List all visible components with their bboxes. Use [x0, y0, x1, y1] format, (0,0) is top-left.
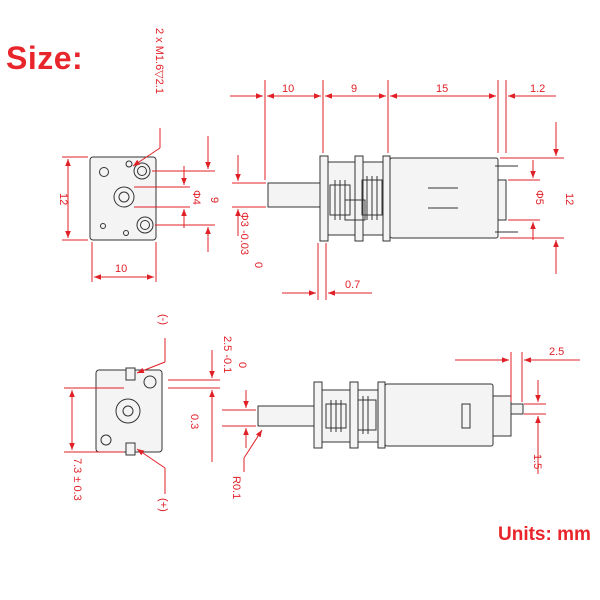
size-title: Size:	[6, 40, 84, 76]
side2-motor-body	[384, 383, 494, 447]
side-9-label: 9	[351, 83, 357, 95]
shaft-dia-zero: 0	[252, 262, 264, 268]
rear-view: (-) (+) 7.3 ± 0.3 0.3	[64, 314, 220, 512]
rear-0-3-label: 0.3	[188, 414, 200, 429]
side-view-2: 2.5 -0.1 0 R0.1 2.5 1.5	[221, 336, 580, 499]
terminal-minus-label: (-)	[157, 314, 169, 325]
front-pin-top	[125, 160, 133, 168]
rear-terminal-plus	[125, 442, 136, 456]
gearbox-front-plate	[319, 155, 329, 242]
gear-train	[329, 176, 383, 221]
term-1-5-label: 1.5	[531, 454, 543, 469]
motor-end-cap	[497, 179, 507, 221]
rear-terminal-minus	[125, 367, 136, 381]
shaft-dia-label: Φ3 -0.03	[238, 212, 250, 255]
side2-shaft	[257, 405, 315, 427]
side-d5-label: Φ5	[533, 190, 545, 205]
term-2-5-label: 2.5	[549, 346, 564, 358]
side2-end-cap	[492, 395, 512, 437]
side-0-7-label: 0.7	[345, 279, 360, 291]
rear-face	[95, 369, 163, 453]
flat-tol-label: 2.5 -0.1	[221, 336, 233, 373]
radius-label: R0.1	[230, 476, 242, 499]
front-mount-hole-top	[133, 162, 151, 180]
front-mount-hole-bottom	[136, 216, 154, 234]
front-9-label: 9	[208, 197, 220, 203]
hole-spec-label: 2 x M1.6▽2.1	[153, 28, 165, 94]
side-12-label: 12	[563, 193, 575, 205]
side-view: 10 9 15 1.2 Φ5 12 Φ3 -0.03 0 0.7	[230, 80, 575, 300]
front-screw-top-left	[99, 167, 109, 177]
flat-zero-label: 0	[236, 362, 248, 368]
front-view: 2 x M1.6▽2.1 12 10 Φ4 9	[57, 28, 220, 282]
side-1-2-label: 1.2	[530, 83, 545, 95]
rear-bearing	[115, 398, 141, 424]
side2-terminal	[510, 403, 524, 415]
front-shaft-boss	[113, 186, 135, 208]
front-height-label: 12	[57, 193, 69, 205]
terminal-plus-label: (+)	[157, 498, 169, 512]
units-label: Units: mm	[498, 524, 591, 545]
rear-7-3-label: 7.3 ± 0.3	[71, 458, 83, 501]
front-shaft	[118, 191, 130, 203]
side-10-label: 10	[282, 83, 294, 95]
motor-body	[389, 157, 499, 239]
side-15-label: 15	[436, 83, 448, 95]
front-width-label: 10	[115, 263, 127, 275]
side-shaft	[267, 182, 324, 208]
front-d4-label: Φ4	[190, 190, 202, 205]
